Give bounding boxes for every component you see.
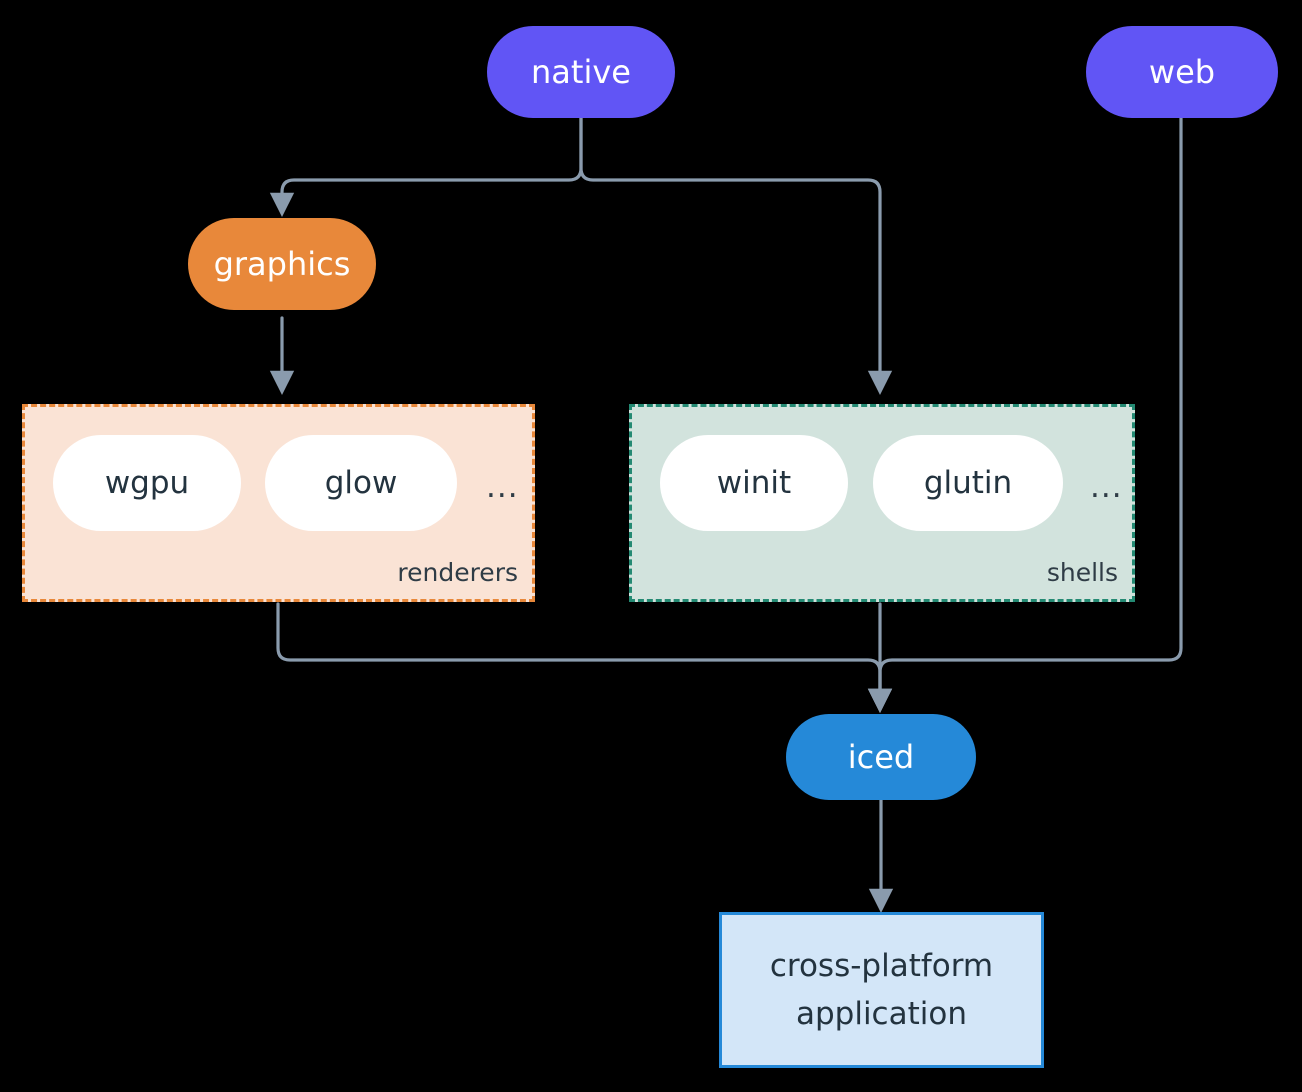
group-renderers: wgpu glow ... renderers: [22, 404, 535, 602]
node-native-label: native: [531, 52, 631, 91]
node-application[interactable]: cross-platform application: [719, 912, 1044, 1068]
renderer-item-glow[interactable]: glow: [265, 435, 457, 531]
node-application-line2: application: [795, 996, 967, 1032]
shell-item-glutin-label: glutin: [923, 465, 1013, 501]
group-shells-label: shells: [1046, 558, 1118, 587]
node-web[interactable]: web: [1086, 26, 1278, 118]
renderer-item-wgpu[interactable]: wgpu: [53, 435, 241, 531]
renderers-more-ellipsis: ...: [486, 469, 519, 505]
node-application-text: cross-platform application: [770, 942, 993, 1038]
shells-more-ellipsis: ...: [1090, 469, 1123, 505]
node-native[interactable]: native: [487, 26, 675, 118]
group-shells: winit glutin ... shells: [629, 404, 1135, 602]
node-iced-label: iced: [847, 737, 915, 776]
node-iced[interactable]: iced: [786, 714, 976, 800]
node-graphics-label: graphics: [213, 244, 351, 283]
shell-item-winit-label: winit: [716, 465, 792, 501]
renderer-item-glow-label: glow: [324, 465, 398, 501]
shell-item-glutin[interactable]: glutin: [873, 435, 1063, 531]
edge-renderers-iced: [276, 602, 893, 714]
node-web-label: web: [1148, 52, 1216, 91]
node-graphics[interactable]: graphics: [188, 218, 376, 310]
group-renderers-label: renderers: [397, 558, 518, 587]
shell-item-winit[interactable]: winit: [660, 435, 848, 531]
edge-native-graphics: [269, 114, 583, 218]
renderer-item-wgpu-label: wgpu: [104, 465, 190, 501]
node-application-line1: cross-platform: [769, 947, 994, 984]
edge-native-shells: [579, 114, 893, 396]
